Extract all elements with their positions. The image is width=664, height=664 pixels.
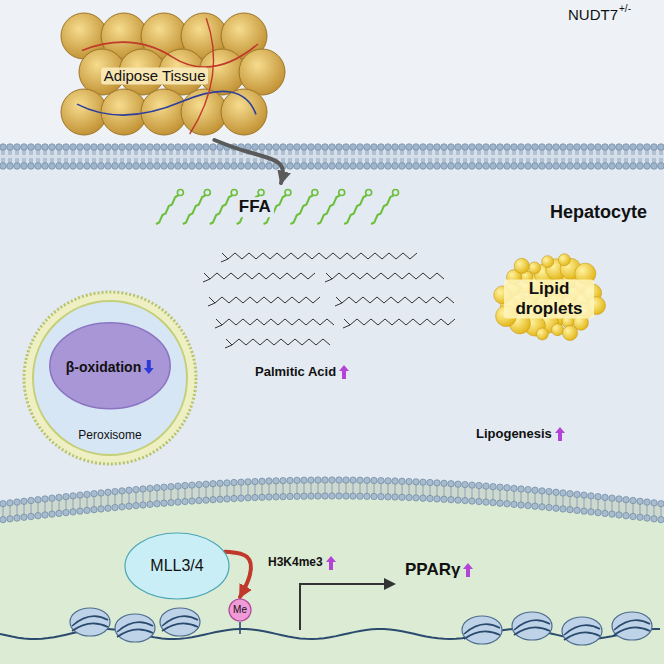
label-text: +/-	[619, 3, 631, 15]
ffa-molecules: FFA	[150, 184, 412, 230]
text-row: β-oxidation	[66, 359, 154, 375]
peroxisome: β-oxidationPeroxisome	[22, 290, 198, 466]
node-text: MLL3/4	[150, 557, 203, 575]
text-row: Lipid droplets	[504, 279, 594, 318]
nucleosome	[70, 608, 110, 636]
increase-arrow	[555, 427, 565, 441]
decrease-arrow	[144, 360, 154, 374]
nucleosome	[562, 617, 602, 645]
nucleosome	[612, 612, 652, 640]
nucleus	[0, 497, 664, 664]
node-text: FFA	[236, 197, 274, 217]
node-text: Peroxisome	[78, 429, 141, 443]
node-text: β-oxidation	[66, 359, 141, 375]
connector-arrow	[214, 140, 283, 183]
nuclear-membrane	[0, 477, 664, 523]
label-text: PPARγ	[405, 560, 460, 580]
nucleosome	[462, 616, 502, 644]
text-row: Peroxisome	[78, 429, 141, 443]
text-row: MLL3/4	[150, 557, 203, 575]
connector-arrow	[225, 552, 251, 597]
nucleosome	[160, 608, 200, 636]
increase-arrow	[326, 556, 336, 570]
nucleosome	[512, 612, 552, 640]
nucleosome	[115, 614, 155, 642]
palmitic-acid-chains	[203, 253, 455, 348]
text-row: Me	[233, 604, 247, 616]
mll-enzyme: MLL3/4	[124, 532, 230, 600]
label-group: +/-	[619, 3, 631, 15]
methyl-mark: Me	[228, 598, 252, 622]
dna-strand	[0, 608, 660, 645]
text-row: Adipose Tissue	[101, 67, 209, 84]
ffa-molecules-outline	[150, 184, 412, 230]
text-row: FFA	[236, 197, 274, 217]
lipid-droplets: Lipid droplets	[488, 248, 610, 346]
node-text: Lipid droplets	[504, 279, 594, 318]
adipose-tissue: Adipose Tissue	[62, 12, 268, 140]
label-text: NUDT7	[568, 6, 618, 23]
increase-arrow	[339, 365, 349, 379]
cytoplasm	[0, 156, 664, 664]
label-group: Hepatocyte	[550, 202, 647, 223]
label-text: Palmitic Acid	[255, 365, 336, 380]
label-group: PPARγ	[405, 560, 473, 580]
transcription-arrow	[300, 584, 394, 630]
node-text: Adipose Tissue	[101, 67, 209, 84]
label-text: Lipogenesis	[476, 427, 552, 442]
label-text: Hepatocyte	[550, 202, 647, 223]
node-text: Me	[233, 604, 247, 616]
label-group: NUDT7	[568, 6, 618, 23]
label-group: Palmitic Acid	[255, 365, 349, 380]
label-text: H3K4me3	[268, 556, 323, 570]
label-group: Lipogenesis	[476, 427, 565, 442]
label-group: H3K4me3	[268, 556, 336, 570]
cell-membrane	[0, 144, 664, 170]
increase-arrow	[463, 563, 473, 577]
